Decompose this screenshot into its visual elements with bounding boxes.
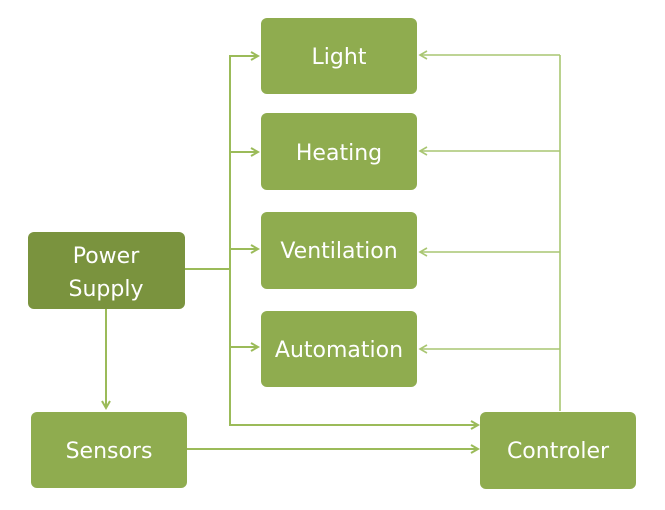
node-controler[interactable]: Controler bbox=[480, 412, 636, 489]
node-automation-label: Automation bbox=[275, 338, 403, 363]
node-light[interactable]: Light bbox=[261, 18, 417, 94]
power-edges bbox=[106, 56, 478, 449]
node-power-supply[interactable]: Power Supply bbox=[28, 232, 185, 309]
node-controler-label: Controler bbox=[507, 439, 610, 464]
node-power-supply-label-line2: Supply bbox=[69, 277, 144, 302]
node-heating[interactable]: Heating bbox=[261, 113, 417, 190]
node-ventilation-label: Ventilation bbox=[280, 239, 397, 264]
node-light-box bbox=[261, 18, 417, 94]
node-sensors[interactable]: Sensors bbox=[31, 412, 187, 488]
node-controler-box bbox=[480, 412, 636, 489]
node-ventilation-box bbox=[261, 212, 417, 289]
node-heating-label: Heating bbox=[296, 141, 382, 166]
node-power-supply-box bbox=[28, 232, 185, 309]
node-automation-box bbox=[261, 311, 417, 387]
node-sensors-box bbox=[31, 412, 187, 488]
node-heating-box bbox=[261, 113, 417, 190]
feedback-edges bbox=[418, 50, 561, 411]
node-sensors-label: Sensors bbox=[66, 439, 153, 464]
node-automation[interactable]: Automation bbox=[261, 311, 417, 387]
node-power-supply-label-line1: Power bbox=[73, 244, 140, 269]
node-ventilation[interactable]: Ventilation bbox=[261, 212, 417, 289]
node-light-label: Light bbox=[312, 45, 367, 70]
